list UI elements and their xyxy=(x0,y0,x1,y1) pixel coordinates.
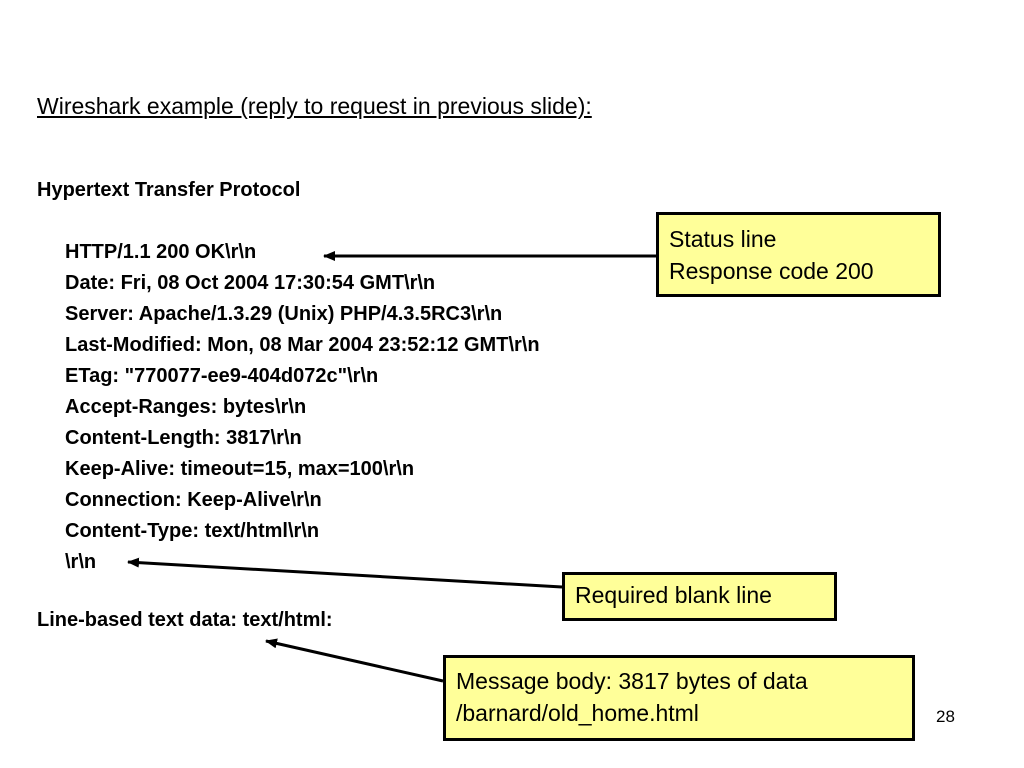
header-line-etag: ETag: "770077-ee9-404d072c"\r\n xyxy=(65,365,379,387)
protocol-heading: Hypertext Transfer Protocol xyxy=(37,179,301,201)
header-line-connection: Connection: Keep-Alive\r\n xyxy=(65,489,322,511)
header-line-blank: \r\n xyxy=(65,551,97,573)
blank-line-arrow xyxy=(127,557,563,589)
status-callout-title: Status line xyxy=(669,226,777,252)
header-line-accept-ranges: Accept-Ranges: bytes\r\n xyxy=(65,396,307,418)
body-heading: Line-based text data: text/html: xyxy=(37,609,333,631)
header-line-content-length: Content-Length: 3817\r\n xyxy=(65,427,302,449)
message-body-arrow xyxy=(265,638,444,683)
message-body-callout: Message body: 3817 bytes of data /barnar… xyxy=(443,655,915,741)
header-line-date: Date: Fri, 08 Oct 2004 17:30:54 GMT\r\n xyxy=(65,272,436,294)
status-callout-code: Response code 200 xyxy=(669,258,874,284)
blank-line-callout-text: Required blank line xyxy=(575,582,772,608)
page-number: 28 xyxy=(936,707,955,726)
header-line-keep-alive: Keep-Alive: timeout=15, max=100\r\n xyxy=(65,458,415,480)
header-line-server: Server: Apache/1.3.29 (Unix) PHP/4.3.5RC… xyxy=(65,303,503,325)
message-body-callout-path: /barnard/old_home.html xyxy=(456,700,699,726)
blank-line-callout: Required blank line xyxy=(562,572,837,621)
message-body-callout-size: Message body: 3817 bytes of data xyxy=(456,668,808,694)
header-line-content-type: Content-Type: text/html\r\n xyxy=(65,520,320,542)
slide-title: Wireshark example (reply to request in p… xyxy=(37,93,592,119)
header-line-last-modified: Last-Modified: Mon, 08 Mar 2004 23:52:12… xyxy=(65,334,540,356)
http-header-lines: HTTP/1.1 200 OK\r\n Date: Fri, 08 Oct 20… xyxy=(65,240,540,581)
status-line-callout: Status line Response code 200 xyxy=(656,212,941,297)
header-line-status: HTTP/1.1 200 OK\r\n xyxy=(65,241,257,263)
